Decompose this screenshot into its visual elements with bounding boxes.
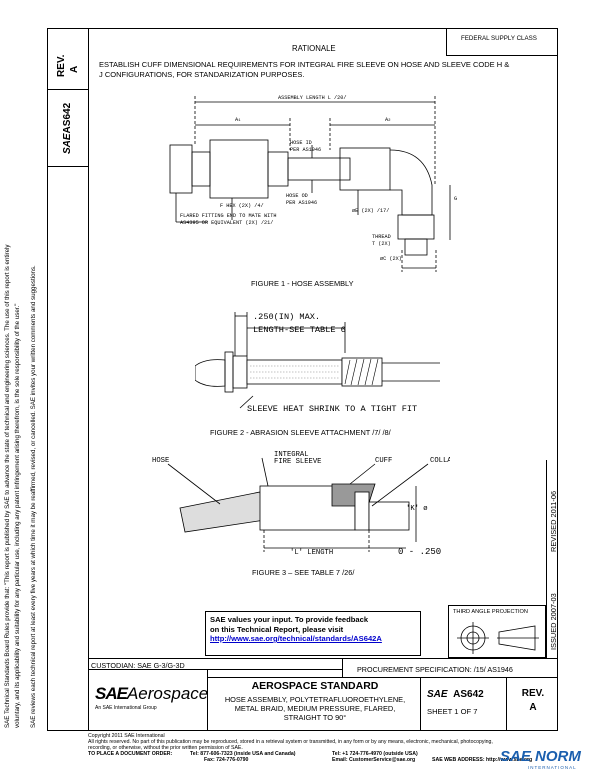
right-column-divider [546, 460, 547, 658]
procurement-cell: PROCUREMENT SPECIFICATION: /15/ AS1946 [342, 658, 558, 678]
footer-rights: All rights reserved. No part of this pub… [88, 739, 493, 745]
fig1-phi-e: øE (2X) /17/ [352, 208, 389, 214]
footer-tel-intl: Tel: +1 724-776-4970 (outside USA) [332, 751, 418, 757]
doc-number-cell: SAE AS642 SHEET 1 OF 7 [420, 677, 507, 731]
rationale-line-2: J CONFIGURATIONS, FOR STANDARIZATION PUR… [99, 70, 305, 79]
figure-2-caption: FIGURE 2 - ABRASION SLEEVE ATTACHMENT /7… [210, 428, 391, 437]
custodian: CUSTODIAN: SAE G-3/G-3D [91, 661, 185, 670]
fig1-assembly-length: ASSEMBLY LENGTH L /20/ [278, 95, 347, 101]
fig1-hose-id-2: PER AS1946 [290, 147, 321, 153]
federal-supply-class-box: FEDERAL SUPPLY CLASS [446, 28, 558, 56]
fig3-integral-1: INTEGRAL [274, 451, 309, 459]
footer-copyright: Copyright 2011 SAE International [88, 733, 165, 739]
revised-date: REVISED 2011-06 [549, 490, 558, 552]
fig1-flared-2: AS4395 OR EQUIVALENT (2X) /21/ [180, 220, 273, 226]
footer-order-label: TO PLACE A DOCUMENT ORDER: [88, 751, 173, 757]
fig2-length: LENGTH-SEE TABLE 6 [253, 325, 346, 335]
rev-label: REV. [521, 688, 545, 699]
sidebar-divider [88, 28, 89, 658]
doc-number: SAE AS642 [427, 689, 484, 700]
procurement: PROCUREMENT SPECIFICATION: /15/ AS1946 [357, 665, 513, 674]
fig1-thread-2: T (2X) [372, 241, 391, 247]
description-3: STRAIGHT TO 90° [283, 713, 347, 722]
fig1-hose-id-1: HOSE ID [290, 140, 312, 146]
fig1-thread-1: THREAD [372, 234, 391, 240]
footer-rights-2: recording, or otherwise, without the pri… [88, 745, 243, 751]
rationale-line-1: ESTABLISH CUFF DIMENSIONAL REQUIREMENTS … [99, 60, 510, 69]
fig3-integral-2: FIRE SLEEVE [274, 458, 321, 466]
description-1: HOSE ASSEMBLY, POLYTETRAFLUOROETHYLENE, [224, 695, 406, 704]
fig3-k: 'K' ø [406, 505, 428, 513]
fig1-g: G [454, 196, 457, 202]
fig2-sleeve: SLEEVE HEAT SHRINK TO A TIGHT FIT [247, 404, 417, 414]
projection-box: THIRD ANGLE PROJECTION [448, 605, 546, 658]
fig1-a1: A1 [235, 117, 241, 123]
rev-value: A [529, 702, 537, 713]
sae-aerospace-logo: SAEAerospace [95, 684, 209, 703]
feedback-notice: SAE values your input. To provide feedba… [205, 611, 421, 656]
fig2-max: .250(IN) MAX. [253, 312, 320, 322]
logo-subtitle: An SAE International Group [95, 705, 157, 711]
sidebar-disclaimer-3: SAE reviews each technical report at lea… [30, 265, 37, 728]
sae-norm-watermark: SAE NORM [500, 748, 581, 765]
notice-line-2: on this Technical Report, please visit [210, 624, 344, 634]
issued-date: ISSUED 2007-03 [549, 593, 558, 650]
fig1-flared-1: FLARED FITTING END TO MATE WITH [180, 213, 277, 219]
sidebar-disclaimer-2: voluntary, and its applicability and sui… [14, 303, 21, 728]
description-2: METAL BRAID, MEDIUM PRESSURE, FLARED, [234, 704, 396, 713]
rationale-title: RATIONALE [292, 44, 336, 53]
footer-tel-us: Tel: 877-606-7323 (inside USA and Canada… [190, 751, 296, 757]
figure-1-caption: FIGURE 1 - HOSE ASSEMBLY [251, 279, 354, 288]
footer-fax: Fax: 724-776-0790 [204, 757, 249, 763]
figure-3-caption: FIGURE 3 – SEE TABLE 7 /26/ [252, 568, 355, 577]
figure-1-hose-assembly: ASSEMBLY LENGTH L /20/ A1 A2 HOSE ID PER… [169, 95, 457, 272]
projection-symbol [457, 622, 539, 654]
figure-3-fire-sleeve: HOSE INTEGRAL FIRE SLEEVE CUFF COLLAR 'K… [152, 451, 450, 557]
fig3-hose: HOSE [152, 457, 169, 465]
standard-cell: AEROSPACE STANDARD HOSE ASSEMBLY, POLYTE… [207, 677, 421, 731]
sheet-number: SHEET 1 OF 7 [427, 707, 478, 716]
fig1-a2: A2 [385, 117, 391, 123]
fig1-f-hex: F HEX (2X) /4/ [220, 203, 264, 209]
notice-line-1: SAE values your input. To provide feedba… [210, 615, 369, 624]
fig1-phi-c: øC (2X) [380, 256, 402, 262]
sidebar-disclaimer-1: SAE Technical Standards Board Rules prov… [4, 244, 11, 729]
footer-web[interactable]: SAE WEB ADDRESS: http://www.sae.org [432, 757, 533, 763]
fig1-hose-od-2: PER AS1946 [286, 200, 317, 206]
rev-cell: REV. A [506, 677, 558, 731]
federal-supply-class: FEDERAL SUPPLY CLASS [461, 35, 537, 42]
fig1-hose-od-1: HOSE OD [286, 193, 308, 199]
sae-norm-watermark-sub: INTERNATIONAL [528, 765, 577, 770]
figure-2-abrasion-sleeve: .250(IN) MAX. LENGTH-SEE TABLE 6 SLEEVE … [195, 312, 440, 414]
fig3-collar: COLLAR [430, 457, 450, 465]
fig3-cuff: CUFF [375, 457, 392, 465]
fig3-l-length: 'L' LENGTH [290, 549, 333, 557]
feedback-link[interactable]: http://www.sae.org/technical/standards/A… [210, 634, 382, 643]
footer-email: Email: CustomerService@sae.org [332, 757, 416, 763]
logo-cell: SAEAerospace An SAE International Group [88, 669, 208, 731]
aerospace-standard: AEROSPACE STANDARD [251, 680, 379, 692]
projection-label: THIRD ANGLE PROJECTION [453, 609, 528, 615]
fig3-tol: 0 - .250 [398, 547, 441, 557]
